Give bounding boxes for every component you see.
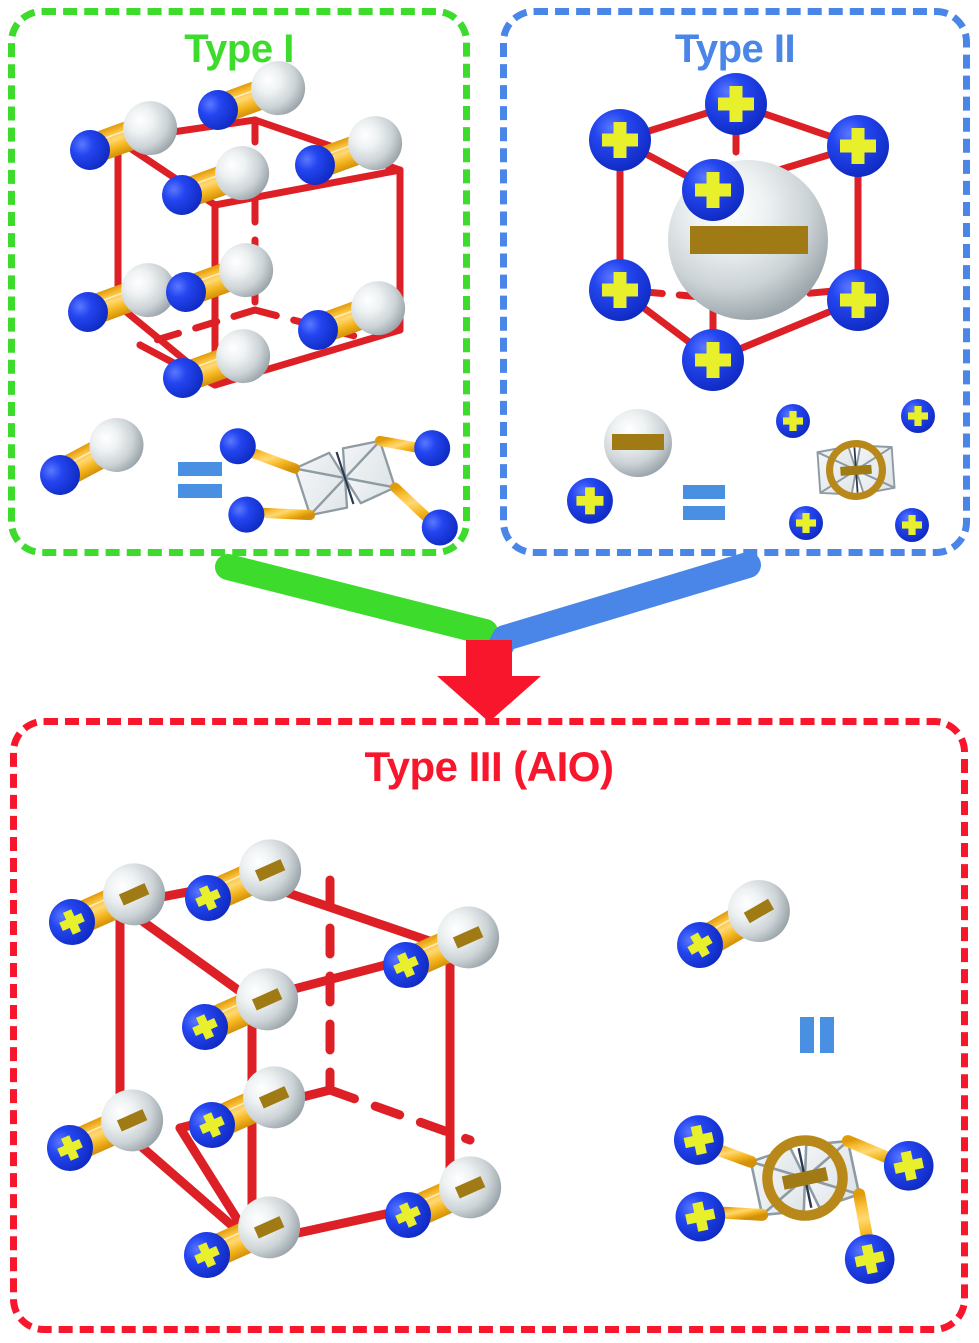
arrow-type-ii-to-iii xyxy=(481,552,761,672)
type-iii-lattice xyxy=(35,828,512,1294)
panel-type-ii-title: Type II xyxy=(674,27,796,71)
arrow-type-i-to-iii xyxy=(215,554,507,661)
equals-icon xyxy=(178,462,222,498)
type-i-legend xyxy=(28,407,458,546)
type-ii-legend xyxy=(567,399,935,542)
panel-type-ii: Type II xyxy=(500,8,970,556)
type-i-lattice xyxy=(59,52,414,412)
type-iii-legend xyxy=(663,867,939,1289)
equals-icon-3 xyxy=(800,1017,834,1053)
panel-type-iii: Type III (AIO) xyxy=(10,718,968,1333)
equals-icon-2 xyxy=(683,485,725,520)
type-ii-lattice xyxy=(589,73,889,391)
arrow-merge-down xyxy=(437,640,541,722)
panel-type-iii-title: Type III (AIO) xyxy=(364,743,614,790)
